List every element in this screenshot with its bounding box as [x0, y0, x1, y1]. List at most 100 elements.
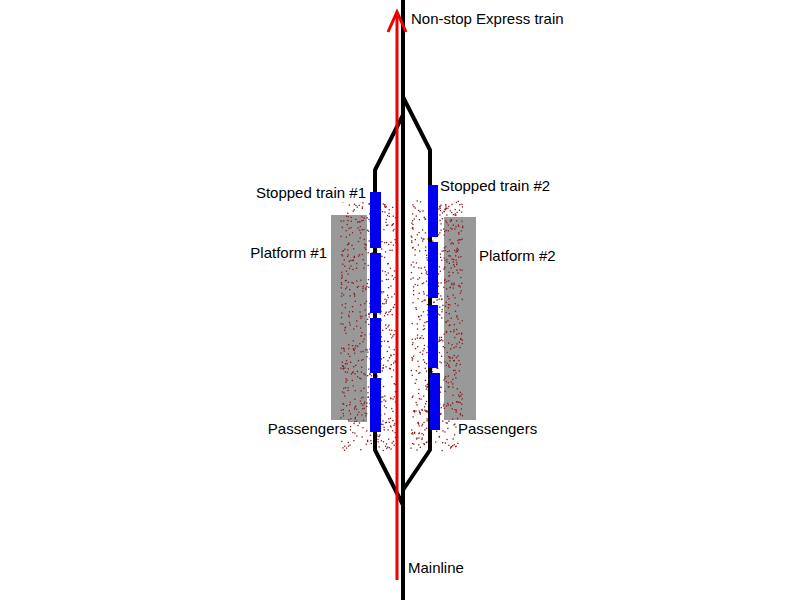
- passenger-dot: [451, 219, 452, 220]
- passenger-dot: [414, 411, 415, 412]
- passenger-dot: [420, 399, 421, 400]
- passenger-dot: [362, 359, 363, 360]
- passenger-dot: [416, 215, 417, 216]
- passenger-dot: [418, 423, 419, 424]
- passenger-dot: [411, 236, 412, 237]
- passenger-dot: [368, 386, 369, 387]
- passenger-dot: [455, 226, 456, 227]
- passenger-dot: [344, 249, 345, 250]
- passenger-dot: [444, 247, 445, 248]
- passenger-dot: [368, 265, 369, 266]
- passenger-dot: [381, 424, 382, 425]
- passenger-dot: [461, 221, 462, 222]
- passenger-dot: [351, 282, 352, 283]
- passenger-dot: [460, 256, 461, 257]
- passenger-dot: [393, 229, 394, 230]
- passenger-dot: [386, 219, 387, 220]
- passenger-dot: [383, 399, 384, 400]
- passenger-dot: [389, 357, 390, 358]
- passenger-dot: [411, 237, 412, 238]
- passenger-dot: [417, 323, 418, 324]
- passenger-dot: [348, 282, 349, 283]
- passenger-dot: [423, 338, 424, 339]
- passenger-dot: [436, 431, 437, 432]
- passenger-dot: [383, 357, 384, 358]
- passenger-dot: [393, 307, 394, 308]
- passenger-dot: [351, 221, 352, 222]
- passenger-dot: [452, 445, 453, 446]
- passenger-dot: [453, 347, 454, 348]
- passenger-dot: [353, 440, 354, 441]
- passenger-dot: [413, 286, 414, 287]
- passenger-dot: [383, 441, 384, 442]
- passenger-dot: [345, 303, 346, 304]
- passenger-dot: [366, 413, 367, 414]
- passenger-dot: [365, 244, 366, 245]
- passenger-dot: [453, 214, 454, 215]
- passenger-dot: [461, 408, 462, 409]
- passenger-dot: [385, 271, 386, 272]
- passenger-dot: [367, 440, 368, 441]
- passenger-dot: [443, 379, 444, 380]
- passenger-dot: [448, 386, 449, 387]
- passenger-dot: [348, 274, 349, 275]
- passenger-dot: [454, 250, 455, 251]
- passenger-dot: [355, 390, 356, 391]
- passenger-dot: [394, 349, 395, 350]
- passenger-dot: [460, 277, 461, 278]
- passenger-dot: [386, 299, 387, 300]
- passenger-dot: [392, 430, 393, 431]
- passenger-dot: [353, 349, 354, 350]
- passenger-dot: [349, 322, 350, 323]
- passenger-dot: [393, 223, 394, 224]
- passenger-dot: [441, 282, 442, 283]
- passenger-dot: [392, 250, 393, 251]
- passenger-dot: [450, 331, 451, 332]
- passenger-dot: [384, 395, 385, 396]
- passenger-dot: [360, 316, 361, 317]
- passenger-dot: [426, 271, 427, 272]
- passenger-dot: [425, 386, 426, 387]
- passenger-dot: [361, 360, 362, 361]
- passenger-dot: [361, 216, 362, 217]
- passenger-dot: [441, 317, 442, 318]
- passenger-dot: [393, 279, 394, 280]
- passenger-dot: [391, 225, 392, 226]
- passenger-dot: [347, 224, 348, 225]
- passenger-dot: [440, 208, 441, 209]
- passenger-dot: [354, 408, 355, 409]
- passenger-dot: [413, 277, 414, 278]
- passenger-dot: [410, 279, 411, 280]
- passenger-dot: [366, 286, 367, 287]
- passenger-dot: [356, 280, 357, 281]
- passenger-dot: [423, 329, 424, 330]
- passenger-dot: [455, 252, 456, 253]
- passenger-dot: [425, 380, 426, 381]
- passenger-dot: [418, 366, 419, 367]
- passenger-dot: [342, 276, 343, 277]
- passenger-dot: [349, 311, 350, 312]
- passenger-dot: [351, 245, 352, 246]
- passenger-dot: [449, 275, 450, 276]
- passenger-dot: [361, 372, 362, 373]
- passenger-dot: [456, 329, 457, 330]
- passenger-dot: [438, 273, 439, 274]
- passenger-dot: [343, 388, 344, 389]
- passenger-dot: [426, 363, 427, 364]
- passenger-dot: [365, 249, 366, 250]
- passenger-dot: [455, 215, 456, 216]
- passenger-dot: [389, 216, 390, 217]
- passenger-dot: [345, 327, 346, 328]
- passenger-dot: [442, 340, 443, 341]
- passenger-dot: [415, 410, 416, 411]
- passenger-dot: [456, 249, 457, 250]
- passenger-dot: [458, 285, 459, 286]
- passenger-dot: [344, 259, 345, 260]
- passenger-dot: [447, 251, 448, 252]
- passenger-dot: [453, 360, 454, 361]
- passenger-dot: [460, 339, 461, 340]
- passenger-dot: [392, 442, 393, 443]
- passenger-dot: [458, 226, 459, 227]
- passenger-dot: [424, 267, 425, 268]
- passenger-dot: [366, 402, 367, 403]
